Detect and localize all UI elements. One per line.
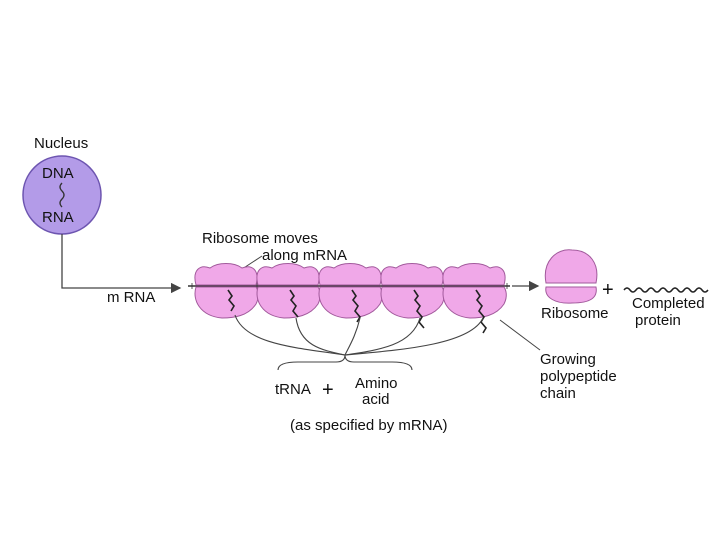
transcription-squiggle (59, 182, 65, 208)
completed-protein-label-line2: protein (635, 312, 681, 329)
trna-label: tRNA (275, 381, 311, 398)
trna-delivery-curves (234, 314, 484, 356)
dna-label: DNA (42, 165, 74, 182)
ribosome-icon (256, 263, 321, 319)
ribosome-moves-label-line2: along mRNA (262, 247, 347, 264)
amino-acid-label-line2: acid (362, 391, 390, 408)
growing-chain-pointer (499, 319, 541, 351)
growing-chain-label-line2: polypeptide (540, 368, 617, 385)
free-ribosome-icon (544, 249, 598, 304)
amino-acid-label-line1: Amino (355, 375, 398, 392)
completed-protein-squiggle (623, 287, 709, 293)
ribosome-icon (442, 263, 507, 334)
plus-sign-ribosome: + (602, 279, 614, 301)
mrna-label: m RNA (107, 289, 155, 306)
ribosome-icon (380, 263, 445, 329)
ribosome-icon (194, 263, 259, 319)
growing-chain-label-line3: chain (540, 385, 576, 402)
nucleus-to-mrna-line (61, 234, 182, 294)
trna-brace (277, 354, 413, 371)
specified-by-mrna-label: (as specified by mRNA) (290, 417, 448, 434)
plus-sign-amino: + (322, 379, 334, 401)
ribosome-icon (318, 263, 383, 323)
ribosome-label: Ribosome (541, 305, 609, 322)
nucleus-label: Nucleus (34, 135, 88, 152)
growing-chain-label-line1: Growing (540, 351, 596, 368)
completed-protein-label-line1: Completed (632, 295, 705, 312)
ribosome-moves-label-line1: Ribosome moves (202, 230, 318, 247)
rna-label: RNA (42, 209, 74, 226)
